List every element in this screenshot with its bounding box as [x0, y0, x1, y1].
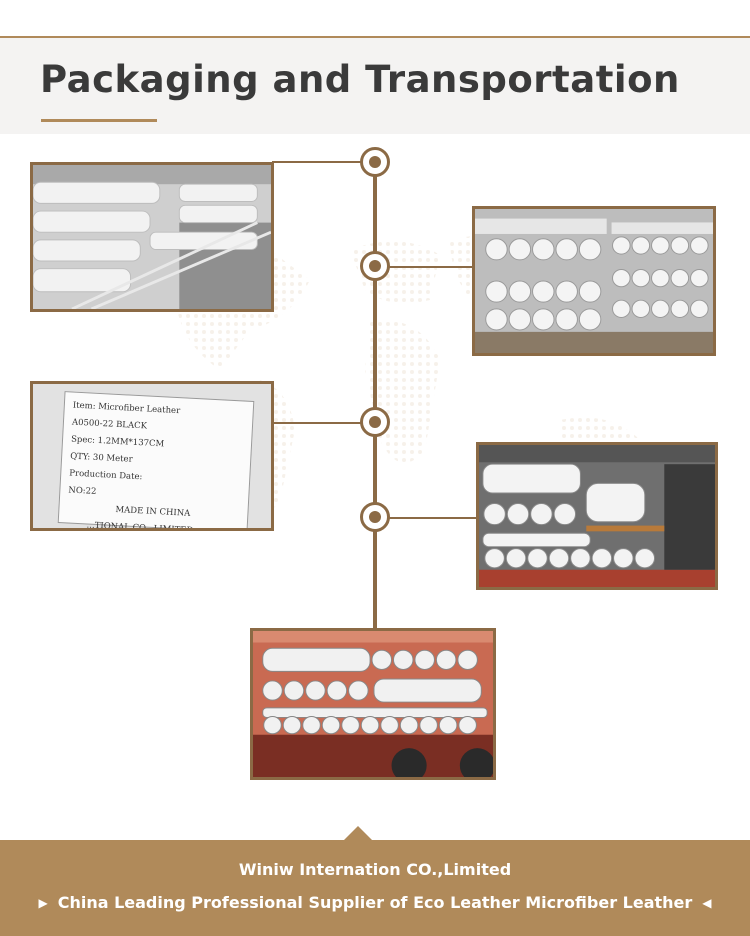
title-underline [41, 119, 157, 122]
stacked-rolls-photo [472, 206, 716, 356]
header-band [0, 38, 750, 134]
label-item: Item: Microfiber Leather [72, 400, 181, 417]
footer-company-name: Winiw Internation CO.,Limited [238, 860, 512, 879]
footer-tagline: China Leading Professional Supplier of E… [57, 893, 693, 912]
footer-tagline-row: ▶ China Leading Professional Supplier of … [0, 893, 750, 912]
label-number: NO:22 [68, 485, 97, 497]
label-qty: QTY: 30 Meter [69, 451, 133, 465]
footer-band [0, 840, 750, 936]
container-loading-photo [476, 442, 718, 590]
connector-4 [376, 517, 476, 519]
timeline-node-4 [360, 502, 390, 532]
product-label-photo: Item: Microfiber Leather A0500-22 BLACK … [30, 381, 274, 531]
timeline-line [373, 162, 377, 630]
connector-2 [376, 266, 473, 268]
loaded-truck-photo [250, 628, 496, 780]
timeline-node-2 [360, 251, 390, 281]
warehouse-racks-photo [30, 162, 274, 312]
top-rule [0, 36, 750, 38]
label-production-date: Production Date: [69, 468, 143, 483]
triangle-left-icon: ◀ [702, 896, 712, 910]
label-company: ...TIONAL CO., LIMITED [86, 520, 194, 531]
connector-1 [272, 161, 376, 163]
triangle-right-icon: ▶ [38, 896, 48, 910]
page-title: Packaging and Transportation [40, 58, 680, 101]
footer-notch [344, 826, 372, 840]
timeline-node-1 [360, 147, 390, 177]
label-made-in: MADE IN CHINA [115, 504, 191, 519]
label-spec: Spec: 1.2MM*137CM [70, 434, 165, 450]
label-code: A0500-22 BLACK [71, 417, 148, 432]
product-label-card: Item: Microfiber Leather A0500-22 BLACK … [57, 391, 255, 531]
connector-3 [272, 422, 376, 424]
timeline-node-3 [360, 407, 390, 437]
